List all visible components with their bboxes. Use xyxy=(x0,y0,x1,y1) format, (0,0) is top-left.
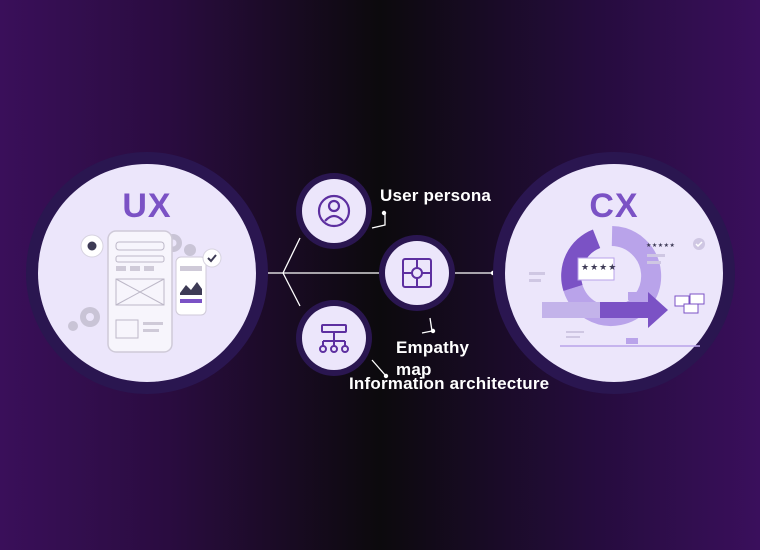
cx-small-stars: ★★★★★ xyxy=(646,243,676,249)
empathy-map-node xyxy=(379,235,455,311)
check-icon xyxy=(202,248,222,268)
empathy-map-label-line2: map xyxy=(396,360,432,379)
ux-title: UX xyxy=(122,187,172,225)
information-architecture-icon xyxy=(319,324,349,353)
cx-rating-stars: ★★★★ xyxy=(581,262,618,272)
information-architecture-label: Information architecture xyxy=(349,374,550,393)
user-persona-label: User persona xyxy=(380,186,492,205)
information-architecture-node xyxy=(296,300,372,376)
empathy-map-label-line1: Empathy xyxy=(396,338,470,357)
connector-lines xyxy=(265,212,493,377)
user-persona-icon xyxy=(317,194,351,228)
user-persona-node xyxy=(296,173,372,249)
cx-title: CX xyxy=(589,187,639,225)
ux-circle xyxy=(26,152,268,394)
empathy-map-icon xyxy=(402,258,432,288)
cx-circle xyxy=(493,152,735,394)
